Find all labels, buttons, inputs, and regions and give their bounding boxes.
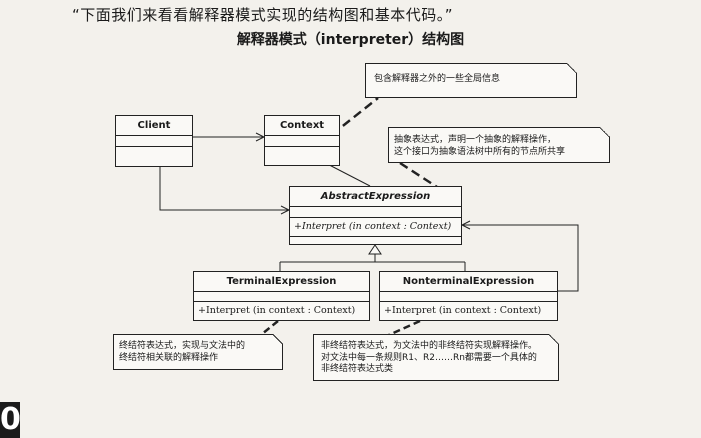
abstract-note-anchor bbox=[399, 161, 438, 189]
note-line: 终结符相关联的解释操作 bbox=[119, 352, 219, 363]
note-line: 非终结符表达式类 bbox=[321, 364, 394, 374]
note-line: 这个接口为抽象语法树中所有的节点所共享 bbox=[394, 146, 566, 157]
context-class: Context bbox=[264, 115, 340, 166]
client-class: Client bbox=[115, 115, 193, 167]
class-name: NonterminalExpression bbox=[380, 272, 557, 292]
note-line: 对文法中每一条规则R1、R2……Rn都需要一个具体的 bbox=[321, 352, 537, 363]
terminal-expression-class: TerminalExpression +Interpret (in contex… bbox=[193, 271, 370, 321]
generalization-triangle bbox=[368, 244, 382, 255]
class-name: Context bbox=[265, 116, 339, 136]
context-note: 包含解释器之外的一些全局信息 bbox=[365, 63, 577, 98]
abstract-expression-note: 抽象表达式，声明一个抽象的解释操作， 这个接口为抽象语法树中所有的节点所共享 bbox=[388, 127, 610, 163]
note-line: 抽象表达式，声明一个抽象的解释操作， bbox=[394, 135, 557, 145]
page-badge: 0 bbox=[0, 402, 20, 438]
note-line: 非终结符表达式，为文法中的非终结符实现解释操作。 bbox=[321, 341, 538, 351]
abstract-expression-class: AbstractExpression +Interpret (in contex… bbox=[289, 186, 462, 245]
class-name: AbstractExpression bbox=[290, 187, 461, 207]
nonterminal-expression-note: 非终结符表达式，为文法中的非终结符实现解释操作。 对文法中每一条规则R1、R2…… bbox=[313, 334, 559, 381]
client-abstract-association bbox=[159, 167, 289, 211]
intro-text: “下面我们来看看解释器模式实现的结构图和基本代码。” bbox=[72, 6, 454, 24]
terminal-expression-note: 终结符表达式，实现与文法中的 终结符相关联的解释操作 bbox=[113, 334, 283, 370]
class-name: TerminalExpression bbox=[194, 272, 369, 292]
terminal-note-anchor bbox=[261, 320, 279, 335]
association-arrowhead bbox=[460, 220, 471, 230]
class-operation: +Interpret (in context : Context) bbox=[290, 218, 461, 237]
note-text: 包含解释器之外的一些全局信息 bbox=[374, 74, 501, 84]
nonterminal-expression-class: NonterminalExpression +Interpret (in con… bbox=[379, 271, 558, 321]
class-operation: +Interpret (in context : Context) bbox=[198, 305, 356, 316]
class-operation: +Interpret (in context : Context) bbox=[384, 305, 542, 316]
diagram-title: 解释器模式（interpreter）结构图 bbox=[236, 32, 465, 48]
class-name: Client bbox=[116, 116, 192, 136]
aggregation-line bbox=[462, 224, 579, 292]
note-line: 终结符表达式，实现与文法中的 bbox=[119, 341, 246, 351]
